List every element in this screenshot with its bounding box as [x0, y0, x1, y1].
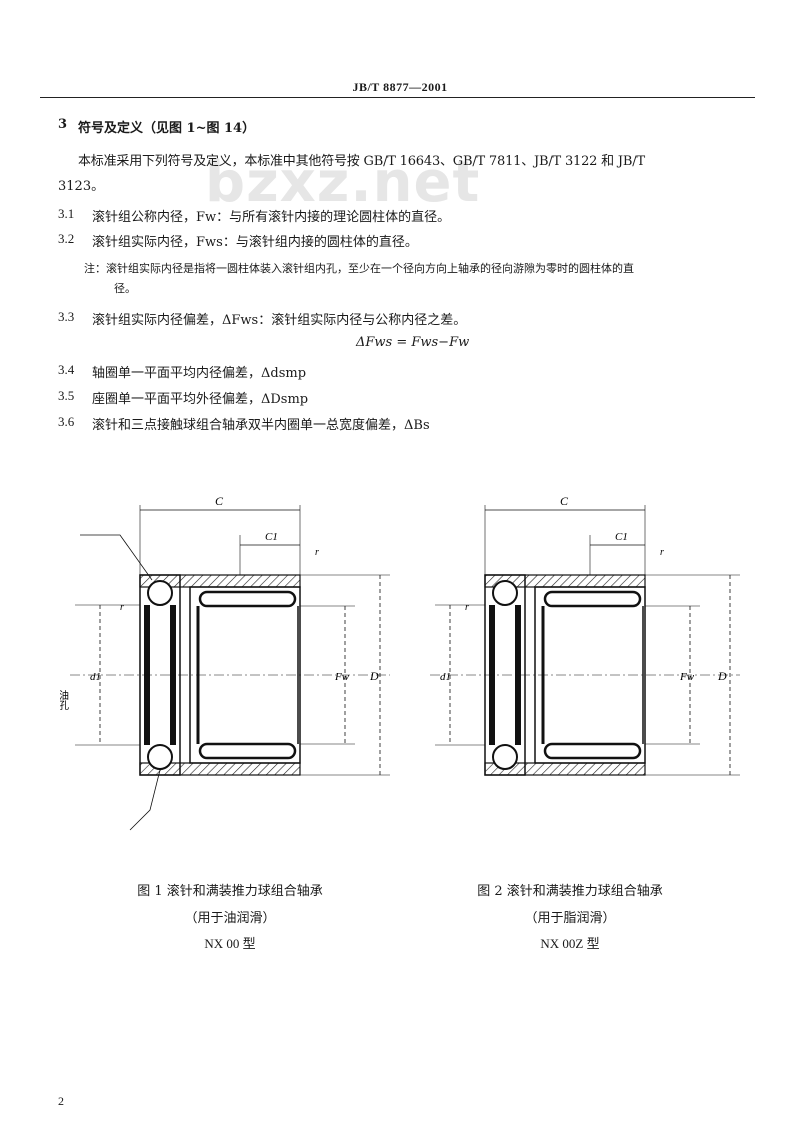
figure-1-caption-sub: （用于油润滑） [184, 911, 276, 926]
page-number: 2 [58, 1094, 64, 1108]
definition-number: 3.1 [58, 206, 75, 221]
dim-label-r: r [465, 602, 469, 613]
figure-2-type: NX 00Z 型 [540, 936, 600, 951]
definition-number: 3.4 [58, 362, 75, 377]
figure-2-caption-sub: （用于脂润滑） [524, 911, 616, 926]
note-line2: 径。 [114, 282, 136, 295]
dim-label-r: r [120, 602, 124, 613]
oil-hole-label: 油孔 [60, 689, 69, 711]
header-standard-code: JB/T 8877—2001 [352, 80, 448, 94]
section-number: 3 [58, 117, 68, 132]
dim-label-fw: Fw [679, 671, 695, 683]
intro-paragraph-line2: 3123。 [58, 179, 105, 194]
watermark: bzxz.net [205, 150, 481, 215]
dim-label-d1: d1 [440, 671, 451, 683]
note-line1: 注：滚针组实际内径是指将一圆柱体装入滚针组内孔，至少在一个径向方向上轴承的径向游… [84, 262, 634, 275]
dim-label-r: r [660, 547, 664, 558]
dim-label-c1: C1 [615, 531, 628, 543]
header-rule [40, 97, 755, 98]
dim-label-d1: d1 [90, 671, 101, 683]
dim-label-fw: Fw [334, 671, 350, 683]
dim-label-c: C [215, 494, 224, 508]
figure-1-type: NX 00 型 [204, 936, 256, 951]
dim-label-d: D [369, 669, 379, 683]
definition-text: 座圈单一平面平均外径偏差，ΔDsmp [92, 392, 309, 407]
definition-text: 滚针组公称内径，Fw：与所有滚针内接的理论圆柱体的直径。 [92, 210, 451, 225]
figure-1-bearing-drawing: C C1 r r d1 Fw D 油孔 [60, 494, 390, 831]
definition-number: 3.6 [58, 414, 75, 429]
figure-1-caption: 图 1 滚针和满装推力球组合轴承 [137, 884, 323, 899]
dim-label-r: r [315, 547, 319, 558]
figure-2-bearing-drawing: C C1 r r d1 Fw D [430, 494, 740, 776]
dim-label-d: D [717, 669, 727, 683]
formula: ΔFws = Fws−Fw [356, 335, 470, 350]
section-title: 符号及定义（见图 1~图 14） [78, 121, 256, 136]
definition-text: 滚针和三点接触球组合轴承双半内圈单一总宽度偏差，ΔBs [92, 418, 430, 433]
figure-2-caption: 图 2 滚针和满装推力球组合轴承 [477, 884, 663, 899]
dim-label-c: C [560, 494, 569, 508]
dim-label-c1: C1 [265, 531, 278, 543]
definition-number: 3.5 [58, 388, 75, 403]
definition-number: 3.3 [58, 309, 75, 324]
intro-paragraph-line1: 本标准采用下列符号及定义，本标准中其他符号按 GB/T 16643、GB/T 7… [78, 154, 645, 169]
definition-text: 轴圈单一平面平均内径偏差，Δdsmp [92, 366, 307, 381]
definition-text: 滚针组实际内径，Fws：与滚针组内接的圆柱体的直径。 [92, 235, 418, 250]
definition-text: 滚针组实际内径偏差，ΔFws：滚针组实际内径与公称内径之差。 [92, 313, 467, 328]
definition-number: 3.2 [58, 231, 75, 246]
